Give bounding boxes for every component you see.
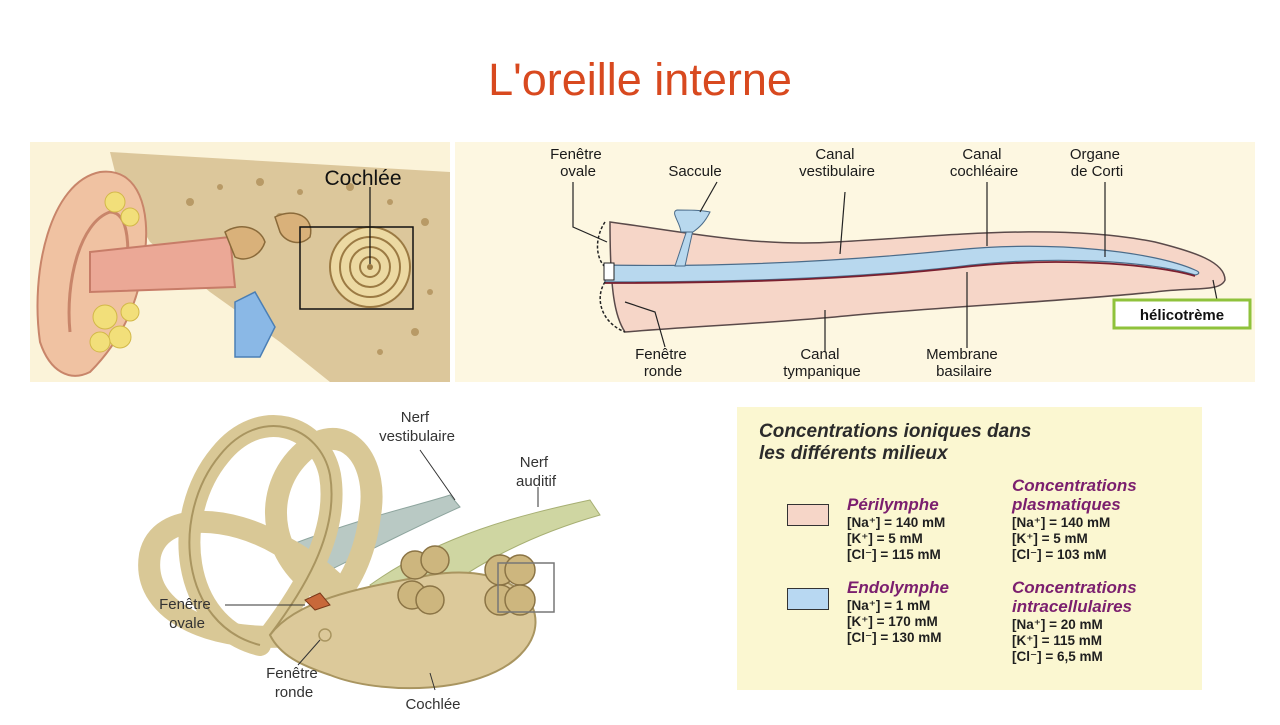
intracellular-values: [Na⁺] = 20 mM [K⁺] = 115 mM [Cl⁻] = 6,5 … [1012,617,1103,664]
label-fenetre-ovale-labyrinth: Fenêtre ovale [159,596,215,632]
outer-ear-illustration: Cochlée [30,142,450,382]
plasma-name: Concentrations plasmatiques [1012,476,1137,514]
page-title: L'oreille interne [488,54,792,105]
label-fenetre-ovale: Fenêtre ovale [550,146,606,180]
perilymph-values: [Na⁺] = 140 mM [K⁺] = 5 mM [Cl⁻] = 115 m… [847,515,946,562]
label-saccule: Saccule [668,163,721,180]
endolymph-name: Endolymphe [847,578,950,597]
label-canal-vestibulaire: Canal vestibulaire [799,146,875,180]
labyrinth-illustration: Nerf vestibulaire Nerf auditif Fenêtre o… [120,395,680,720]
ion-concentration-table: Concentrations ioniques dans les différe… [737,407,1202,690]
helicotreme-box [1112,298,1252,330]
label-helicotreme: hélicotrème [1140,307,1224,324]
ion-table-heading: Concentrations ioniques dans les différe… [759,421,1032,464]
label-fenetre-ronde-labyrinth: Fenêtre ronde [266,665,322,701]
perilymph-name: Périlymphe [847,495,939,514]
endolymph-values: [Na⁺] = 1 mM [K⁺] = 170 mM [Cl⁻] = 130 m… [847,598,942,645]
perilymph-swatch [787,504,829,526]
intracellular-name: Concentrations intracellulaires [1012,578,1137,616]
label-nerf-vestibulaire: Nerf vestibulaire [379,409,455,445]
label-organe-corti: Organe de Corti [1070,146,1124,180]
plasma-values: [Na⁺] = 140 mM [K⁺] = 5 mM [Cl⁻] = 103 m… [1012,515,1111,562]
label-canal-cochleaire: Canal cochléaire [950,146,1018,180]
unrolled-cochlea-diagram: Fenêtre ovale Saccule Canal vestibulaire… [455,142,1255,382]
label-nerf-auditif: Nerf auditif [516,454,557,490]
label-membrane-basilaire: Membrane basilaire [926,346,1002,380]
label-canal-tympanique: Canal tympanique [783,346,861,380]
cochlea-highlight-box [299,226,414,310]
label-fenetre-ronde: Fenêtre ronde [635,346,691,380]
cochlea-label: Cochlée [324,167,401,190]
label-cochlee-labyrinth: Cochlée [405,696,460,713]
endolymph-swatch [787,588,829,610]
